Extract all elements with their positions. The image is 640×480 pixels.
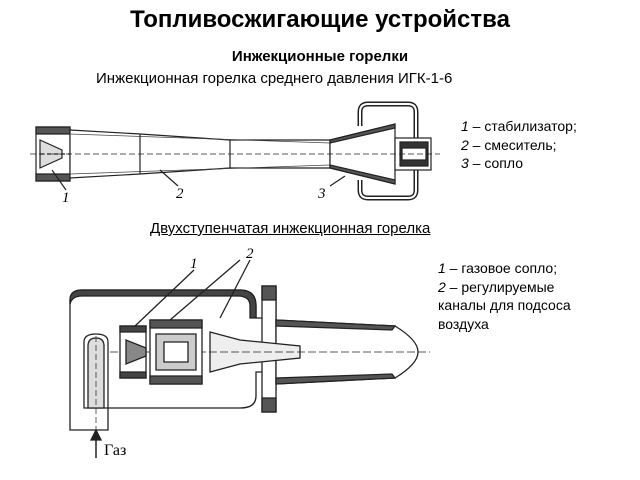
burner1-callout-3: 3 — [317, 186, 326, 202]
burner2-callout-1: 1 — [190, 256, 198, 272]
burner2-heading: Двухступенчатая инжекционная горелка — [150, 220, 431, 237]
gas-label: Газ — [104, 442, 126, 459]
legend2-item-2-end: воздуха — [438, 315, 489, 332]
burner2-callout-2: 2 — [246, 246, 254, 262]
burner2-legend: 1 – газовое сопло; 2 – регулируемые кана… — [438, 259, 571, 333]
legend2-item-1: 1 – газовое сопло; — [438, 260, 558, 276]
legend2-item-2-cont: каналы для подсоса — [438, 297, 571, 313]
page-title: Топливосжигающие устройства — [130, 6, 510, 33]
legend1-item-3: 3 – сопло — [461, 155, 523, 171]
burner1-callout-2: 2 — [176, 186, 184, 202]
page-subtitle: Инжекционные горелки — [231, 48, 409, 65]
burner1-callout-1: 1 — [62, 190, 70, 206]
legend1-item-1: 1 – стабилизатор; — [461, 118, 577, 134]
legend1-item-2: 2 – смеситель; — [461, 136, 557, 153]
legend2-item-2: 2 – регулируемые — [438, 278, 555, 295]
burner1-heading: Инжекционная горелка среднего давления И… — [96, 70, 453, 87]
burner1-legend: 1 – стабилизатор; 2 – смеситель; 3 – соп… — [461, 117, 577, 173]
